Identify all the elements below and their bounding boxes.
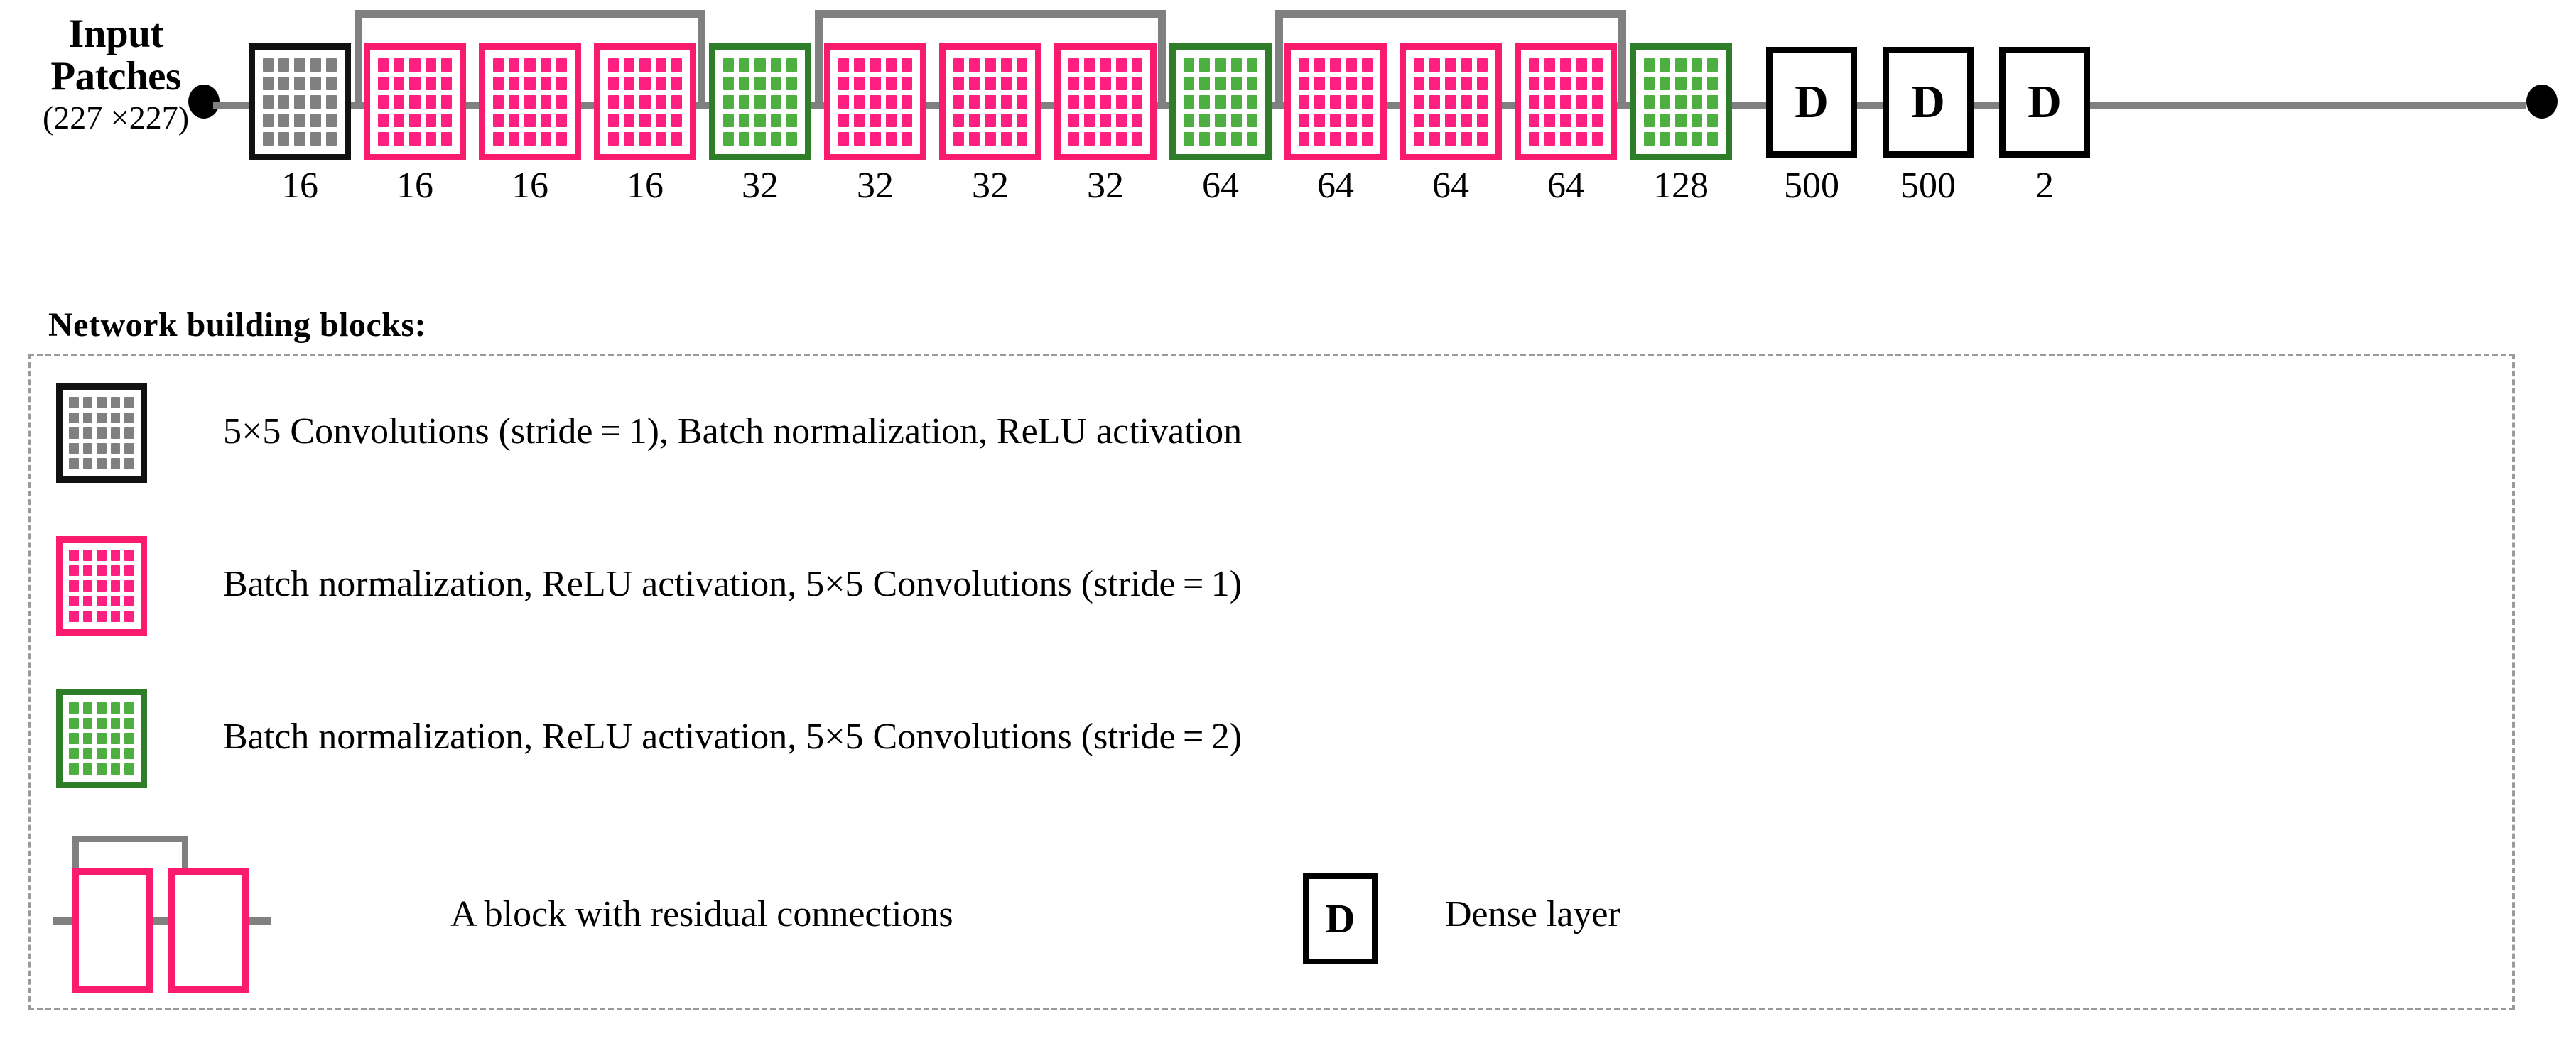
block-label: 16 [396,165,433,206]
conv-grid [1521,50,1611,154]
connector-block [581,102,594,109]
block-label: 64 [1547,165,1584,206]
block-label: 32 [742,165,779,206]
residual-box-second [168,868,249,993]
conv-block-green [1630,43,1732,160]
connector-block [1617,102,1630,109]
connector-block [1157,102,1169,109]
block-label: 16 [281,165,318,206]
conv-block-gray [249,43,351,160]
conv-grid [1636,50,1726,154]
connector-block [1387,102,1400,109]
conv-block-pink [824,43,926,160]
block-label: 32 [857,165,894,206]
conv-block-green [1169,43,1272,160]
conv-grid [946,50,1035,154]
dense-layer: D [1766,47,1857,158]
block-label: 64 [1317,165,1354,206]
legend-text-dense: Dense layer [1445,894,1620,935]
residual-skip-3 [1275,10,1626,105]
conv-block-pink [1054,43,1157,160]
conv-grid [600,50,690,154]
conv-block-pink [1515,43,1617,160]
block-label: 32 [1087,165,1124,206]
conv-block-pink [1284,43,1387,160]
conv-block-pink [594,43,696,160]
conv-block-pink [939,43,1041,160]
block-label: 16 [512,165,548,206]
residual-skip-2 [815,10,1166,105]
legend-title: Network building blocks: [48,306,427,344]
dense-layer: D [1999,47,2090,158]
conv-block-green [709,43,811,160]
block-label: 16 [627,165,664,206]
block-label: 64 [1432,165,1469,206]
dense-label: 2 [2035,165,2054,206]
connector-block [1502,102,1515,109]
connector-dense [1857,102,1883,109]
legend-swatch-conv-block-green [56,689,147,788]
connector-input [213,102,249,109]
conv-block-pink [364,43,466,160]
conv-grid [63,543,141,629]
conv-block-pink [479,43,581,160]
connector-block [811,102,824,109]
residual-box-first [72,868,153,993]
input-label-line1: Input [68,11,163,56]
residual-stub-right [244,917,271,925]
connector-block [926,102,939,109]
conv-grid [370,50,460,154]
connector-block [1041,102,1054,109]
connector-block [696,102,709,109]
block-label: 128 [1653,165,1709,206]
input-label-line3: (227 ×227) [42,99,190,136]
connector-output [2090,102,2526,109]
legend-swatch-conv-block-gray [56,383,147,483]
connector-dense [1974,102,1999,109]
conv-grid [830,50,920,154]
connector-block [1272,102,1284,109]
conv-grid [1176,50,1265,154]
conv-grid [63,390,141,476]
connector-conv-to-dense [1732,102,1766,109]
dense-label: 500 [1784,165,1839,206]
conv-grid [715,50,805,154]
residual-skip-1 [355,10,705,105]
legend-text-pink: Batch normalization, ReLU activation, 5×… [223,564,1243,604]
conv-grid [485,50,575,154]
input-patches-caption: Input Patches (227 ×227) [27,13,205,135]
dense-label: 500 [1900,165,1956,206]
input-label-line2: Patches [50,53,181,99]
connector-block [466,102,479,109]
output-node-dot [2526,85,2558,119]
residual-stub-left [53,917,77,925]
residual-block-icon [53,836,271,999]
legend-text-green: Batch normalization, ReLU activation, 5×… [223,717,1243,757]
legend-panel: 5×5 Convolutions (stride = 1), Batch nor… [28,354,2515,1010]
legend-dense-glyph: D [1303,873,1378,964]
conv-grid [255,50,345,154]
legend-swatch-conv-block-pink [56,536,147,636]
legend-text-gray: 5×5 Convolutions (stride = 1), Batch nor… [223,411,1243,452]
legend-text-residual: A block with residual connections [450,894,953,935]
block-label: 32 [972,165,1009,206]
residual-stub-middle [153,917,168,925]
conv-grid [1291,50,1380,154]
conv-grid [1061,50,1150,154]
dense-layer: D [1883,47,1974,158]
conv-grid [63,695,141,782]
conv-grid [1406,50,1495,154]
connector-block [351,102,364,109]
network-pipeline: Input Patches (227 ×227) 16 16 16 16 32 32 32 3… [0,0,2576,241]
block-label: 64 [1202,165,1239,206]
conv-block-pink [1400,43,1502,160]
